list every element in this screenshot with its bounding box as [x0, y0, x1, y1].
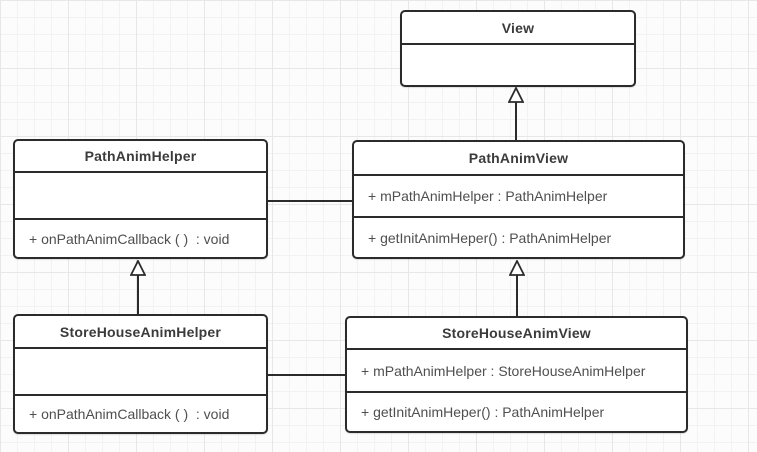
class-box-store-house-anim-helper[interactable]: StoreHouseAnimHelper + onPathAnimCallbac…	[13, 314, 268, 434]
class-title-view: View	[501, 19, 535, 36]
class-methods-store-house-anim-helper: + onPathAnimCallback ( ) : void	[15, 394, 266, 432]
inheritance-arrowhead-icon	[509, 260, 525, 276]
edge-line	[515, 102, 517, 140]
class-attributes-path-anim-view: + mPathAnimHelper : PathAnimHelper	[354, 174, 683, 216]
edge-line	[266, 200, 352, 202]
inheritance-arrowhead-icon	[130, 260, 146, 276]
class-box-store-house-anim-view[interactable]: StoreHouseAnimView + mPathAnimHelper : S…	[345, 316, 688, 433]
class-attributes-store-house-anim-helper	[15, 347, 266, 394]
class-methods-path-anim-helper: + onPathAnimCallback ( ) : void	[15, 218, 266, 257]
edge-line	[266, 374, 345, 376]
class-attributes-store-house-anim-view: + mPathAnimHelper : StoreHouseAnimHelper	[347, 348, 686, 391]
class-box-path-anim-view[interactable]: PathAnimView + mPathAnimHelper : PathAni…	[352, 140, 685, 259]
class-method: + getInitAnimHeper() : PathAnimHelper	[368, 229, 612, 246]
class-methods-store-house-anim-view: + getInitAnimHeper() : PathAnimHelper	[347, 391, 686, 431]
class-method: + onPathAnimCallback ( ) : void	[29, 406, 230, 422]
class-attributes-path-anim-helper	[15, 171, 266, 218]
class-methods-path-anim-view: + getInitAnimHeper() : PathAnimHelper	[354, 216, 683, 257]
inheritance-arrowhead-icon	[508, 87, 524, 103]
edge-line	[516, 275, 518, 316]
class-box-path-anim-helper[interactable]: PathAnimHelper + onPathAnimCallback ( ) …	[13, 139, 268, 259]
class-box-view[interactable]: View	[400, 10, 636, 87]
class-body-view	[402, 43, 634, 85]
class-title-store-house-anim-view: StoreHouseAnimView	[442, 325, 591, 341]
class-title-store-house-anim-helper: StoreHouseAnimHelper	[59, 323, 222, 340]
class-title-path-anim-view: PathAnimView	[468, 150, 569, 166]
class-method: + getInitAnimHeper() : PathAnimHelper	[361, 404, 605, 420]
class-attribute: + mPathAnimHelper : PathAnimHelper	[368, 188, 608, 204]
class-title-path-anim-helper: PathAnimHelper	[84, 148, 197, 164]
class-method: + onPathAnimCallback ( ) : void	[29, 230, 230, 247]
edge-line	[137, 275, 139, 314]
class-attribute: + mPathAnimHelper : StoreHouseAnimHelper	[361, 362, 646, 379]
